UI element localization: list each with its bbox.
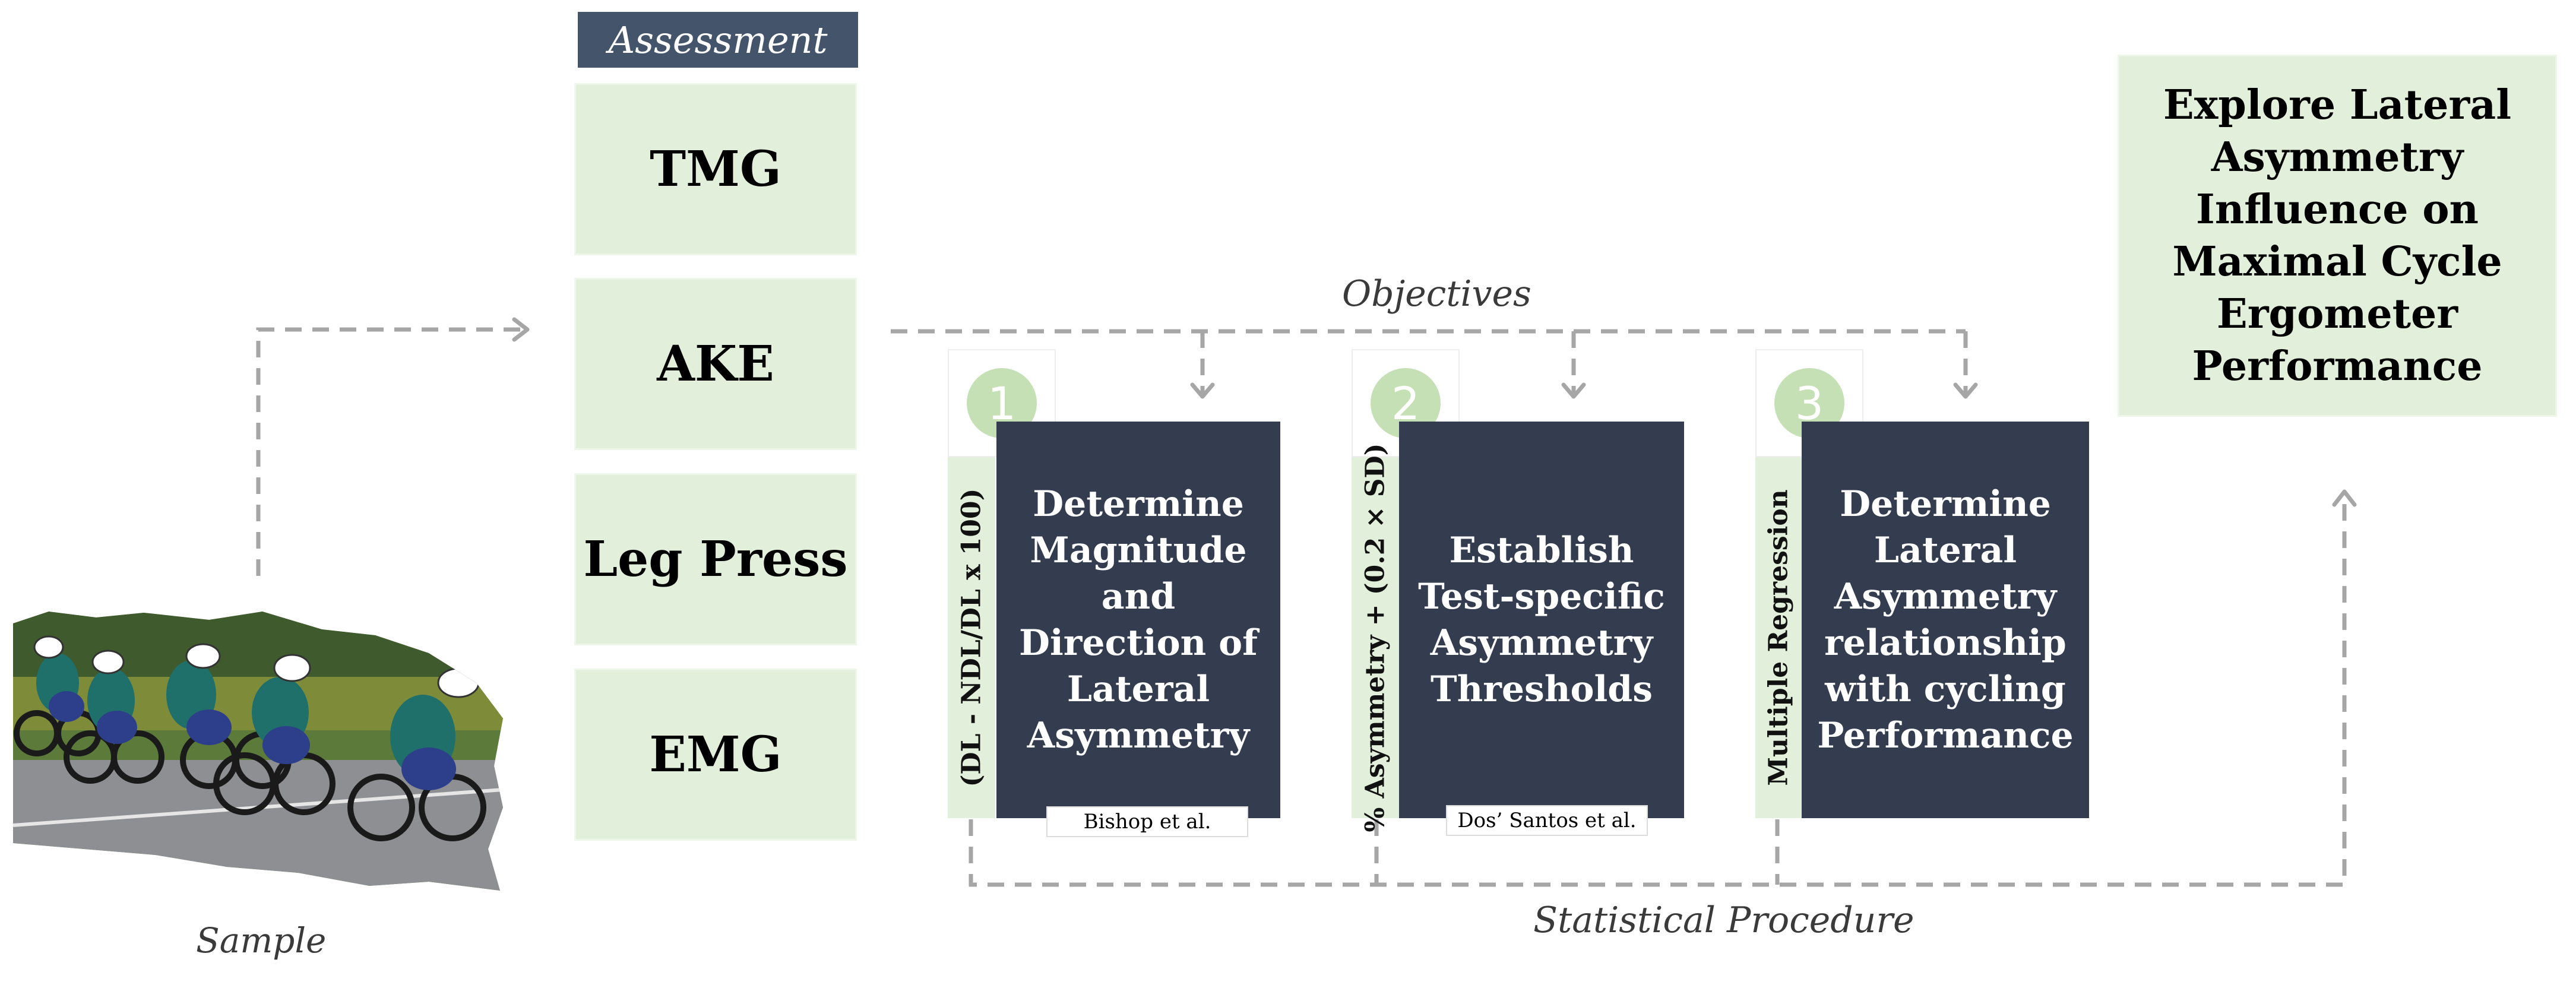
statistical-procedure-connector [969, 496, 2347, 887]
arrowhead-objective-2 [1561, 382, 1586, 399]
sample-to-assessment-connector [256, 327, 523, 576]
objective-2-reference: Dos’ Santos et al. [1446, 805, 1648, 836]
objective-2-method: % Asymmetry + (0.2 × SD) [1360, 443, 1391, 832]
assessment-ake: AKE [574, 278, 857, 450]
assessment-leg-press: Leg Press [574, 473, 857, 645]
objective-3-number-box: 3 [1755, 349, 1863, 457]
objective-3-method-strip: Multiple Regression [1755, 457, 1802, 818]
objective-2-method-strip: % Asymmetry + (0.2 × SD) [1352, 444, 1399, 832]
arrowhead-goal [2332, 489, 2357, 507]
objective-1-method: (DL - NDL/DL x 100) [956, 488, 987, 787]
statistical-procedure-label: Statistical Procedure [1533, 900, 1914, 941]
objective-3-method: Multiple Regression [1763, 489, 1794, 786]
arrowhead-objective-1 [1190, 382, 1215, 399]
assessment-tmg: TMG [574, 83, 857, 255]
objective-1-reference: Bishop et al. [1046, 806, 1248, 837]
cyclists-photo [13, 612, 503, 891]
objectives-label: Objectives [1342, 273, 1531, 315]
objective-2-box: Establish Test-specific Asymmetry Thresh… [1399, 422, 1684, 818]
goal-box: Explore Lateral Asymmetry Influence on M… [2118, 55, 2557, 417]
arrowhead-assessment [512, 317, 530, 342]
objective-1-method-strip: (DL - NDL/DL x 100) [948, 457, 995, 818]
objective-1-box: Determine Magnitude and Direction of Lat… [996, 422, 1280, 818]
sample-caption: Sample [196, 920, 327, 961]
objective-3-box: Determine Lateral Asymmetry relationship… [1802, 422, 2089, 818]
assessment-header: Assessment [578, 12, 858, 68]
assessment-emg: EMG [574, 669, 857, 841]
arrowhead-objective-3 [1953, 382, 1978, 399]
